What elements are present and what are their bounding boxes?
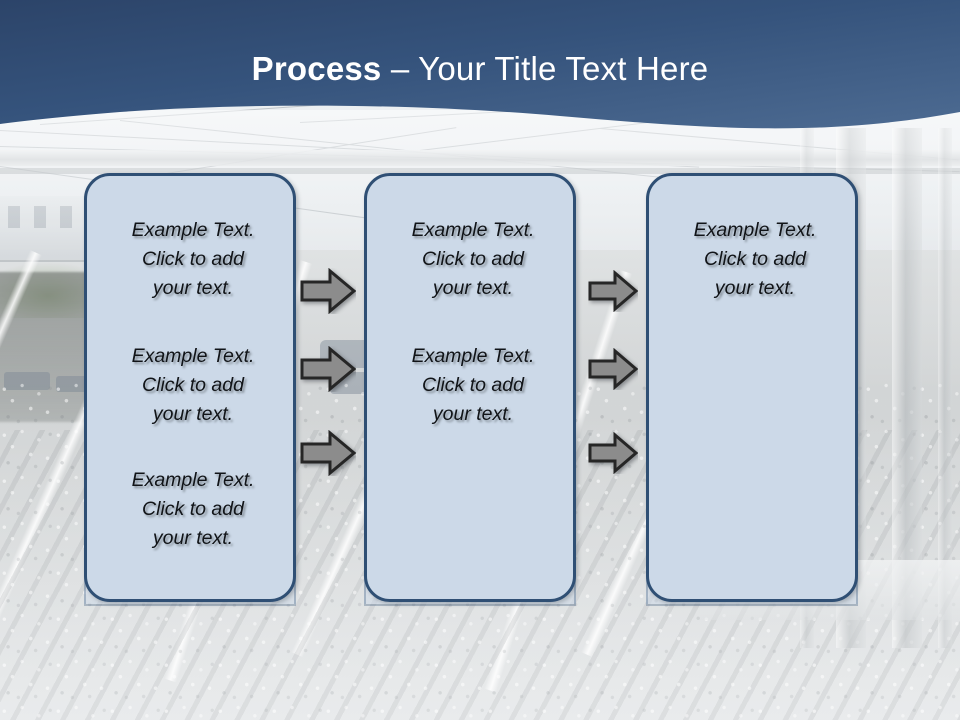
arrow-right-icon-2c[interactable] (588, 432, 638, 474)
arrow-right-icon-1a[interactable] (300, 268, 356, 314)
arrow-right-icon-2a[interactable] (588, 270, 638, 312)
process-box-1-text-3[interactable]: Example Text. Click to add your text. (131, 469, 255, 549)
process-box-2-text-2[interactable]: Example Text. Click to add your text. (411, 345, 535, 425)
process-box-2-text-1[interactable]: Example Text. Click to add your text. (411, 219, 535, 299)
arrow-right-icon-1b[interactable] (300, 346, 356, 392)
page-title-rest: – Your Title Text Here (381, 50, 709, 87)
arrow-right-icon-1c[interactable] (300, 430, 356, 476)
title-header-band: Process – Your Title Text Here (0, 0, 960, 140)
process-box-3[interactable]: Example Text. Click to add your text. (646, 173, 858, 602)
process-box-1-text-2[interactable]: Example Text. Click to add your text. (131, 345, 255, 425)
process-box-1-text-1[interactable]: Example Text. Click to add your text. (131, 219, 255, 299)
process-box-2[interactable]: Example Text. Click to add your text. Ex… (364, 173, 576, 602)
page-title: Process – Your Title Text Here (0, 50, 960, 88)
page-title-bold: Process (251, 50, 382, 87)
arrow-right-icon-2b[interactable] (588, 348, 638, 390)
process-box-3-text-1[interactable]: Example Text. Click to add your text. (693, 219, 817, 299)
process-box-1[interactable]: Example Text. Click to add your text. Ex… (84, 173, 296, 602)
